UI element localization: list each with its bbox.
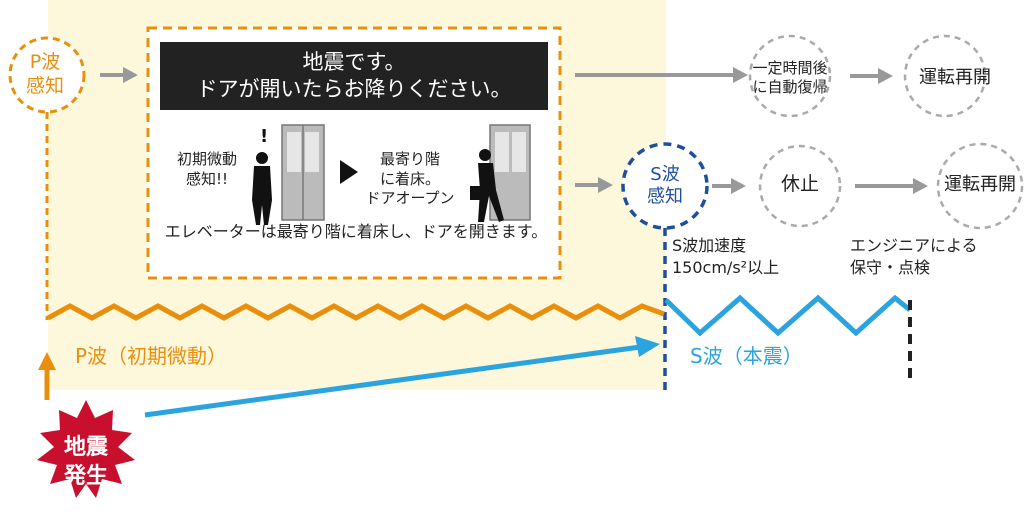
arrow-auto-to-restart: [850, 68, 893, 84]
p-wave-zigzag: [46, 303, 665, 321]
maintenance-label: エンジニアによる 保守・点検: [850, 236, 978, 277]
restart-bottom-label: 運転再開: [944, 173, 1016, 195]
initial-detect-label: 初期微動 感知!!: [176, 150, 237, 188]
arrow-quake-to-s-wave: [144, 336, 660, 418]
suspend-label: 休止: [780, 173, 819, 196]
p-detect-circle: [8, 36, 86, 114]
person-walking-silhouette: [470, 149, 504, 222]
earthquake-label: 地震 発生: [63, 435, 108, 489]
arrow-suspend-to-restart: [855, 178, 928, 194]
transition-triangle: [340, 160, 358, 184]
svg-text:!: !: [260, 126, 268, 147]
s-wave-zigzag: [664, 294, 912, 337]
person-alert-silhouette: !: [252, 126, 272, 225]
p-wave-label: P波（初期微動）: [75, 344, 228, 368]
arrow-panel-to-s-detect: [575, 177, 613, 193]
auto-recover-label: 一定時間後 に自動復帰: [752, 59, 828, 96]
s-detect-circle: [621, 142, 709, 230]
auto-recover-circle: [748, 34, 832, 118]
suspend-circle: [758, 144, 842, 228]
s-accel-label: S波加速度 150cm/s²以上: [672, 236, 780, 277]
elevator-announcement-title: 地震です。 ドアが開いたらお降りください。: [160, 42, 548, 110]
p-detect-label: P波 感知: [25, 51, 64, 97]
s-wave-label: S波（本震）: [690, 344, 803, 368]
panel-caption: エレベーターは最寄り階に着床し、ドアを開きます。: [164, 222, 548, 241]
arrow-panel-to-auto-recover: [575, 67, 748, 83]
elevator-door-closed-illustration: [281, 124, 325, 221]
s-detect-label: S波 感知: [647, 163, 683, 208]
nearest-floor-label: 最寄り階 に着床。 ドアオープン: [365, 150, 455, 207]
arrow-p-to-panel: [100, 67, 138, 83]
restart-top-circle: [903, 34, 987, 118]
restart-top-label: 運転再開: [919, 66, 991, 88]
arrow-s-to-suspend: [712, 178, 746, 194]
restart-bottom-circle: [936, 142, 1024, 230]
arrow-quake-to-p-wave: [38, 352, 56, 400]
earthquake-starburst: [37, 400, 135, 498]
